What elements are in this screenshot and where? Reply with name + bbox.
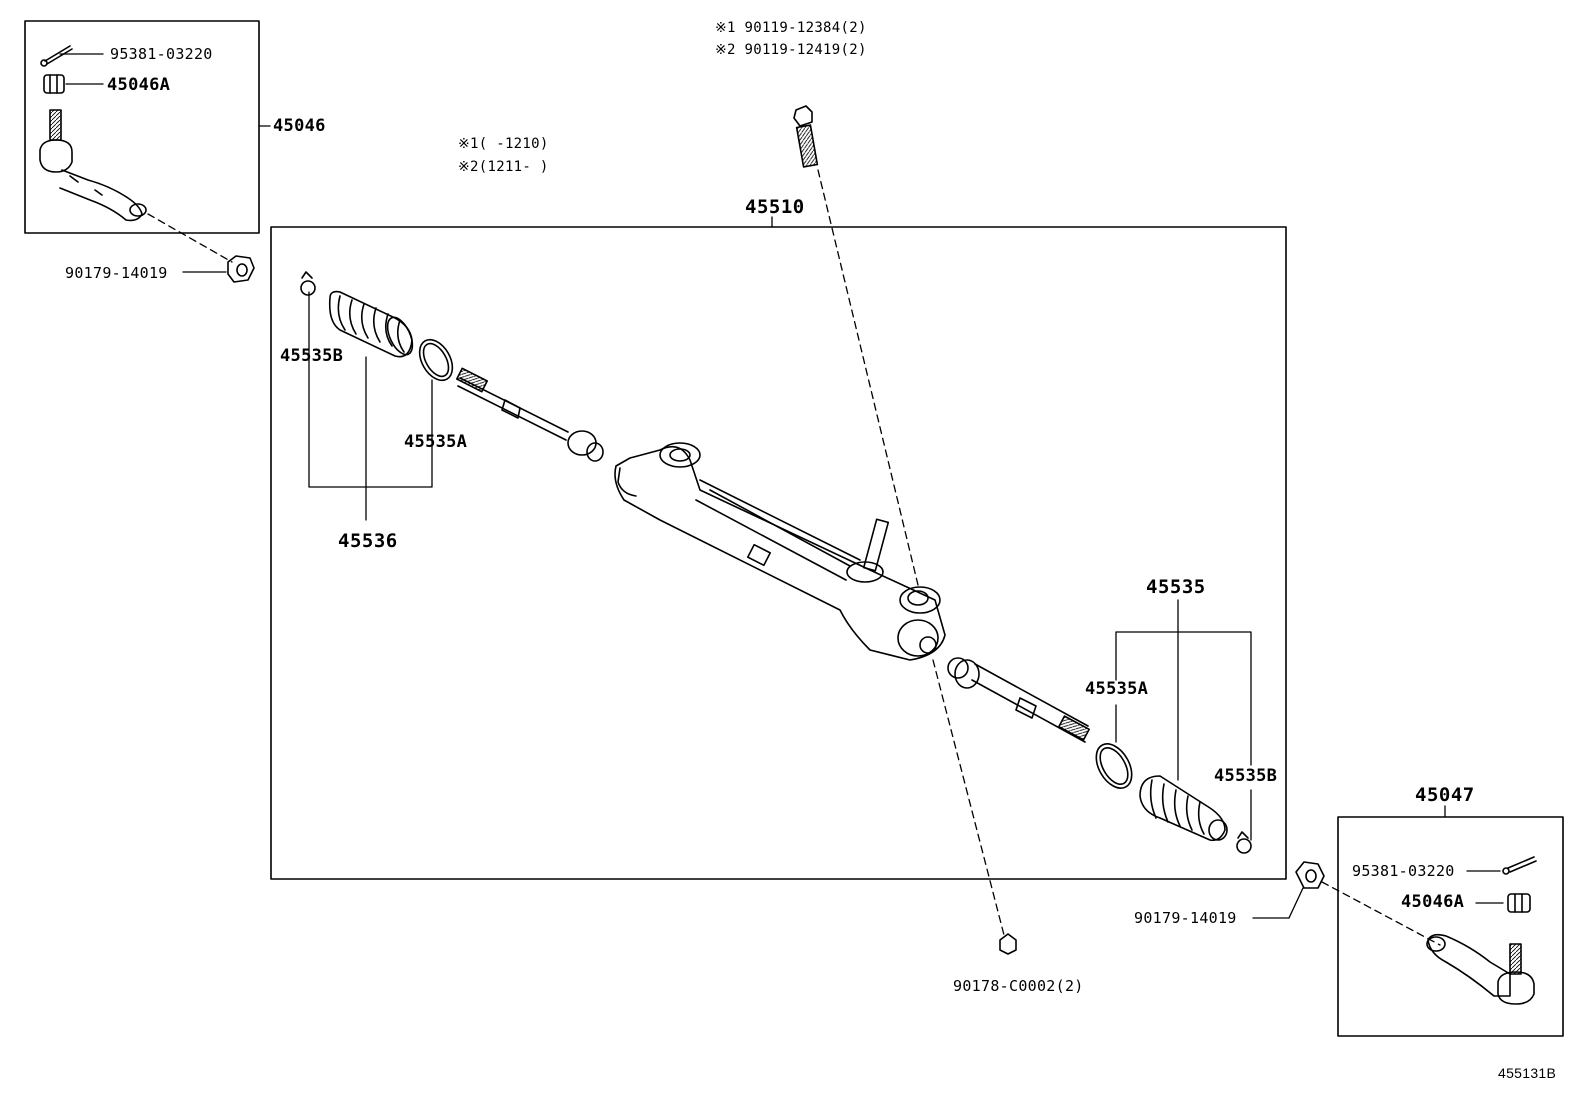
clamp-ring-right [1095, 743, 1133, 789]
cotter-pin-right [1502, 856, 1537, 875]
range-note-1: ※1( -1210) [458, 135, 549, 153]
cotter-pin-left [40, 45, 73, 67]
nut-90179-right [1295, 861, 1325, 889]
tie-rod-end-right-frame [1337, 816, 1564, 1037]
bolt-note-2: ※2 90119-12419(2) [715, 41, 867, 59]
bolt-note-2-part[interactable]: 90119-12419(2) [744, 42, 867, 58]
part-label-45047[interactable]: 45047 [1415, 784, 1475, 806]
range-note-1-text: ( -1210) [478, 136, 549, 152]
part-label-45536[interactable]: 45536 [338, 530, 398, 552]
part-label-90179-right[interactable]: 90179-14019 [1134, 909, 1237, 927]
range-note-2-text: (1211- ) [478, 159, 549, 175]
mounting-bolt [793, 105, 819, 168]
bolt-note-1: ※1 90119-12384(2) [715, 19, 867, 37]
bolt-note-1-part[interactable]: 90119-12384(2) [744, 20, 867, 36]
note-mark-1: ※1 [715, 20, 736, 36]
range-note-2: ※2(1211- ) [458, 158, 549, 176]
clamp-small-left [300, 271, 316, 296]
rack-boot-right [1139, 775, 1228, 842]
part-label-95381-top-left[interactable]: 95381-03220 [110, 45, 213, 63]
tie-rod-end-left [39, 109, 147, 222]
part-label-45535A-right[interactable]: 45535A [1085, 679, 1149, 699]
clamp-ring-left [418, 338, 454, 382]
part-label-90178[interactable]: 90178-C0002(2) [953, 977, 1084, 995]
note-mark-2: ※2 [715, 42, 736, 58]
part-label-95381-bottom-right[interactable]: 95381-03220 [1352, 862, 1455, 880]
part-label-45046A-right[interactable]: 45046A [1401, 892, 1465, 912]
part-label-45535A-left[interactable]: 45535A [404, 432, 468, 452]
part-label-90179-left[interactable]: 90179-14019 [65, 264, 168, 282]
tie-rod-right [947, 657, 1090, 743]
nut-90179-left [227, 255, 255, 283]
part-label-45535[interactable]: 45535 [1146, 576, 1206, 598]
tie-rod-left [456, 367, 604, 462]
steering-rack-housing [614, 442, 946, 661]
tie-rod-end-left-frame [24, 20, 260, 234]
assembly-lines [147, 169, 1441, 946]
part-label-45535B-left[interactable]: 45535B [280, 346, 344, 366]
figure-id: 455131B [1498, 1065, 1557, 1081]
tie-rod-end-right [1426, 933, 1535, 1005]
range-mark-1: ※1 [458, 136, 479, 152]
castle-nut-left [43, 74, 65, 94]
rack-assembly-frame [270, 226, 1287, 880]
part-label-45510[interactable]: 45510 [745, 196, 805, 218]
part-label-45046[interactable]: 45046 [273, 116, 326, 136]
castle-nut-right [1507, 893, 1531, 913]
clamp-small-right [1236, 831, 1252, 854]
part-label-45046A-left[interactable]: 45046A [107, 75, 171, 95]
leader-lines [59, 53, 1504, 919]
range-mark-2: ※2 [458, 159, 479, 175]
part-label-45535B-right[interactable]: 45535B [1214, 766, 1278, 786]
rack-boot-left [328, 290, 414, 358]
nut-90178 [999, 933, 1017, 955]
